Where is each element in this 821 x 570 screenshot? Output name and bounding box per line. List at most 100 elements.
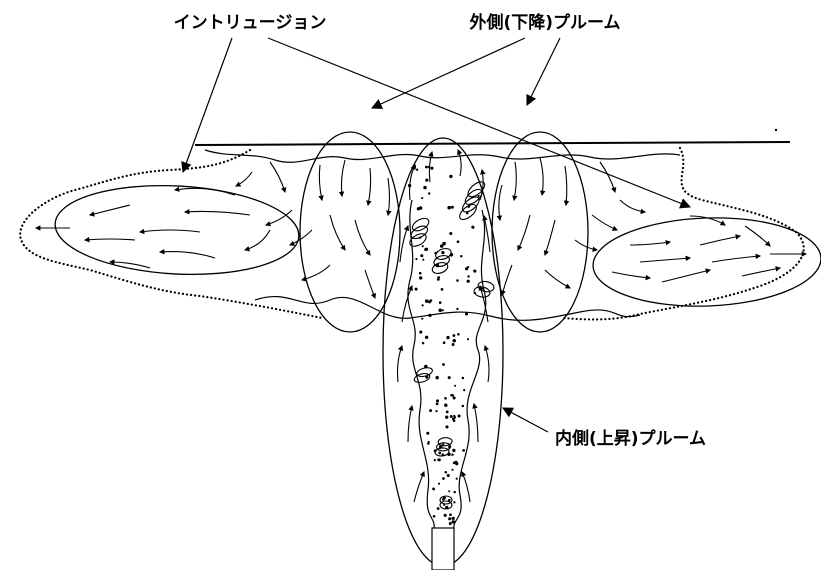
plume-particle	[436, 264, 439, 267]
plume-particle	[422, 304, 424, 306]
plume-particle	[455, 462, 458, 465]
plume-particle	[448, 376, 451, 379]
plume-particle	[426, 432, 429, 435]
plume-particle	[448, 490, 450, 492]
plume-particle	[444, 397, 447, 400]
right-intrusion-ellipse	[592, 214, 821, 310]
plume-particle	[467, 205, 470, 208]
plume-particle	[425, 166, 428, 169]
plume-particle	[456, 478, 458, 480]
plume-particle	[442, 309, 444, 311]
plume-particle	[463, 389, 465, 391]
plume-particle	[433, 515, 436, 518]
plume-particle	[437, 458, 440, 461]
plume-particle	[436, 399, 439, 402]
plume-particle	[451, 453, 453, 455]
plume-particle	[434, 449, 437, 452]
plume-particle	[453, 491, 455, 493]
plume-particle	[419, 276, 422, 279]
plume-particle	[435, 376, 439, 380]
plume-particle	[449, 232, 452, 235]
right-intrusion-flow	[612, 216, 806, 282]
plume-particle	[450, 394, 453, 397]
plume-particle	[421, 318, 423, 320]
plume-particle	[457, 240, 460, 243]
outer-plume-right-ellipse	[492, 132, 588, 332]
plume-particle	[432, 487, 435, 490]
plume-particle	[446, 336, 449, 339]
plume-particle	[441, 453, 444, 456]
intrusion-label: イントリュージョン	[174, 13, 327, 33]
plume-particle	[444, 242, 446, 244]
plume-particle	[447, 453, 451, 457]
plume-particle	[429, 409, 432, 412]
plume-particle	[457, 333, 460, 336]
plume-particle	[443, 504, 445, 506]
plume-particle	[456, 279, 459, 282]
plume-particle	[421, 197, 423, 199]
plume-particle	[419, 272, 422, 275]
plume-particle	[452, 517, 455, 520]
outer-plume-pointer-left	[372, 38, 525, 108]
plume-particle	[447, 206, 451, 210]
left-intrusion-flow	[36, 188, 270, 268]
plume-particle	[420, 254, 423, 257]
plume-particle	[467, 275, 469, 277]
plume-particle	[435, 410, 437, 412]
plume-particle	[445, 416, 448, 419]
plume-particle	[467, 266, 469, 268]
plume-particle	[419, 237, 421, 239]
outer-plume-label: 外側(下降)プルーム	[469, 12, 620, 33]
plume-particle	[439, 301, 442, 304]
plume-particle	[424, 365, 427, 368]
plume-particle	[419, 331, 422, 334]
plume-particle	[451, 469, 453, 471]
ceiling-line	[195, 142, 790, 145]
plume-particle	[434, 459, 436, 461]
plume-particle	[425, 299, 428, 302]
intrusion-pointer-left	[183, 38, 232, 172]
plume-particle	[416, 169, 418, 171]
plume-particle	[444, 403, 447, 406]
plume-particle	[445, 471, 448, 474]
plume-particle	[451, 206, 454, 209]
eddy-coils	[402, 179, 495, 509]
plume-particle	[452, 339, 455, 342]
plume-particle	[456, 308, 458, 310]
plume-particle	[453, 501, 455, 503]
plume-particle	[425, 336, 428, 339]
plume-particle	[428, 166, 430, 168]
plume-particle	[467, 338, 469, 340]
plume-particle	[450, 253, 454, 257]
label-pointers	[183, 38, 690, 432]
outer-plume-pointer-right	[527, 38, 560, 105]
plume-particle	[422, 342, 425, 345]
plume-particle	[443, 496, 446, 499]
left-intrusion-front	[20, 150, 322, 318]
plume-particle	[465, 312, 468, 315]
plume-particle	[452, 417, 455, 420]
plume-particle	[446, 411, 449, 414]
plume-particle	[422, 245, 424, 247]
plume-particle	[449, 175, 452, 178]
plume-particle	[441, 251, 444, 254]
plume-particle	[444, 514, 447, 517]
plume-particle	[434, 252, 437, 255]
plume-particle	[437, 507, 440, 510]
plume-particle	[478, 195, 480, 197]
plume-particle	[439, 445, 443, 449]
plume-particle	[471, 226, 474, 229]
plume-particle	[448, 517, 451, 520]
plume-particle	[445, 506, 448, 509]
top-cloud-edge	[205, 150, 680, 162]
plume-particle	[415, 258, 417, 260]
plume-particle	[408, 184, 411, 187]
plume-particle	[425, 376, 428, 379]
plume-particle	[443, 341, 446, 344]
inner-plume-pointer	[503, 408, 548, 432]
plume-particle	[466, 212, 469, 215]
plume-particle	[447, 474, 450, 477]
plume-particle	[427, 442, 429, 444]
plume-particle	[448, 446, 451, 449]
plume-particle	[423, 186, 426, 189]
